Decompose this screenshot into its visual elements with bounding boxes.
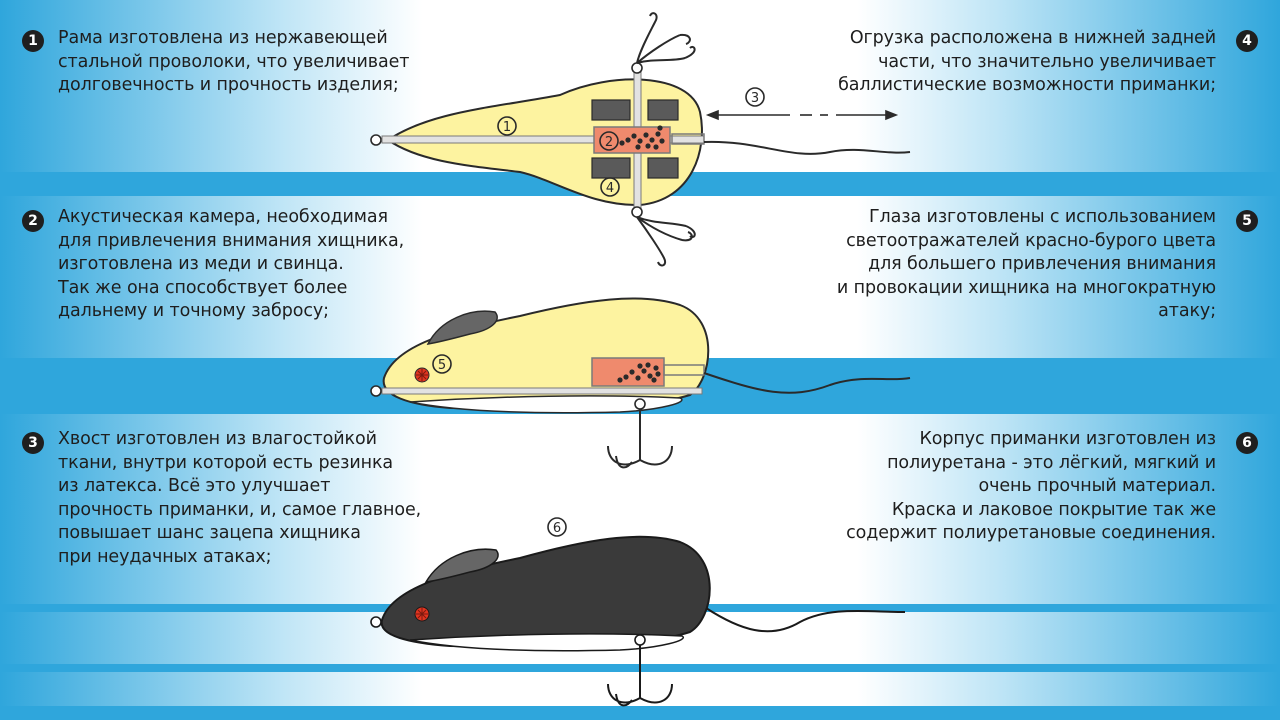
- chamber-pellets-side: [617, 362, 661, 383]
- lure-side-view: 5: [370, 297, 911, 469]
- note-5-line: светоотражателей красно-бурого цвета: [846, 230, 1216, 251]
- lure-finished: 6: [370, 517, 906, 707]
- lure-top-view: 1 2 3 4: [370, 12, 911, 267]
- hook-dark: [607, 645, 673, 707]
- note-6: Корпус приманки изготовлен из полиуретан…: [846, 428, 1216, 546]
- belly-side: [409, 395, 683, 414]
- badge-6: 6: [1236, 432, 1258, 454]
- callout-5: 5: [432, 354, 452, 374]
- svg-text:5: 5: [438, 358, 446, 373]
- callout-4: 4: [600, 177, 620, 197]
- note-5-line: Глаза изготовлены с использованием: [868, 207, 1216, 227]
- note-6-line: содержит полиуретановые соединения.: [846, 523, 1216, 544]
- svg-text:4: 4: [606, 181, 614, 196]
- note-1-line: долговечность и прочность изделия;: [58, 75, 399, 96]
- note-1-line: Рама изготовлена из нержавеющей: [58, 28, 388, 48]
- note-3-line: прочность приманки, и, самое главное,: [58, 499, 422, 520]
- note-5: Глаза изготовлены с использованием свето…: [837, 206, 1216, 324]
- badge-3: 3: [22, 432, 44, 454]
- note-2-line: для привлечения внимания хищника,: [58, 230, 405, 251]
- note-2: Акустическая камера, необходимая для при…: [58, 206, 404, 324]
- tail-length-arrow: [705, 109, 899, 121]
- note-4-line: баллистические возможности приманки;: [838, 75, 1216, 96]
- ear-dark: [424, 548, 499, 583]
- note-6-line: Корпус приманки изготовлен из: [919, 429, 1216, 449]
- svg-text:2: 2: [605, 135, 613, 150]
- callout-6: 6: [547, 517, 567, 537]
- note-4: Огрузка расположена в нижней задней част…: [838, 27, 1216, 98]
- tail-top: [703, 140, 911, 155]
- frame-wire-side: [381, 387, 703, 395]
- weight-3: [591, 157, 631, 179]
- ear-side: [426, 310, 498, 345]
- weight-2: [647, 99, 679, 121]
- hook-top: [636, 12, 696, 64]
- note-3: Хвост изготовлен из влагостойкой ткани, …: [58, 428, 421, 570]
- callout-1: 1: [497, 116, 517, 136]
- badge-5: 5: [1236, 210, 1258, 232]
- note-4-line: части, что значительно увеличивает: [878, 51, 1216, 72]
- note-1-line: стальной проволоки, что увеличивает: [58, 51, 410, 72]
- note-3-line: при неудачных атаках;: [58, 546, 272, 567]
- badge-2: 2: [22, 210, 44, 232]
- callout-2: 2: [599, 131, 619, 151]
- note-5-line: и провокации хищника на многократную: [836, 277, 1216, 298]
- chamber-pellets-top: [619, 125, 665, 150]
- note-3-line: повышает шанс зацепа хищника: [58, 523, 361, 544]
- note-5-line: атаку;: [1158, 301, 1216, 322]
- note-2-line: дальнему и точному забросу;: [58, 301, 329, 322]
- svg-text:6: 6: [553, 521, 561, 536]
- line-ring-top: [370, 134, 382, 146]
- callout-3: 3: [745, 87, 765, 107]
- note-4-line: Огрузка расположена в нижней задней: [849, 28, 1216, 48]
- note-2-line: изготовлена из меди и свинца.: [58, 254, 344, 275]
- hook-side: [607, 409, 673, 469]
- note-3-line: Хвост изготовлен из влагостойкой: [58, 429, 377, 449]
- weight-4: [647, 157, 679, 179]
- tail-dark: [705, 607, 906, 633]
- badge-1: 1: [22, 30, 44, 52]
- note-5-line: для большего привлечения внимания: [868, 254, 1216, 275]
- lure-body-dark: [380, 535, 711, 648]
- note-6-line: очень прочный материал.: [978, 476, 1217, 497]
- note-6-line: Краска и лаковое покрытие так же: [891, 499, 1216, 520]
- note-1: Рама изготовлена из нержавеющей стальной…: [58, 27, 409, 98]
- svg-text:1: 1: [503, 120, 511, 135]
- tail-side: [703, 372, 911, 394]
- svg-text:3: 3: [751, 91, 759, 106]
- note-2-line: Так же она способствует более: [58, 277, 348, 298]
- note-2-line: Акустическая камера, необходимая: [58, 207, 388, 227]
- weight-1: [591, 99, 631, 121]
- note-6-line: полиуретана - это лёгкий, мягкий и: [887, 452, 1216, 473]
- hook-bottom: [636, 216, 696, 267]
- badge-4: 4: [1236, 30, 1258, 52]
- note-3-line: из латекса. Всё это улучшает: [58, 476, 331, 497]
- note-3-line: ткани, внутри которой есть резинка: [58, 452, 394, 473]
- belly-dark: [409, 633, 685, 652]
